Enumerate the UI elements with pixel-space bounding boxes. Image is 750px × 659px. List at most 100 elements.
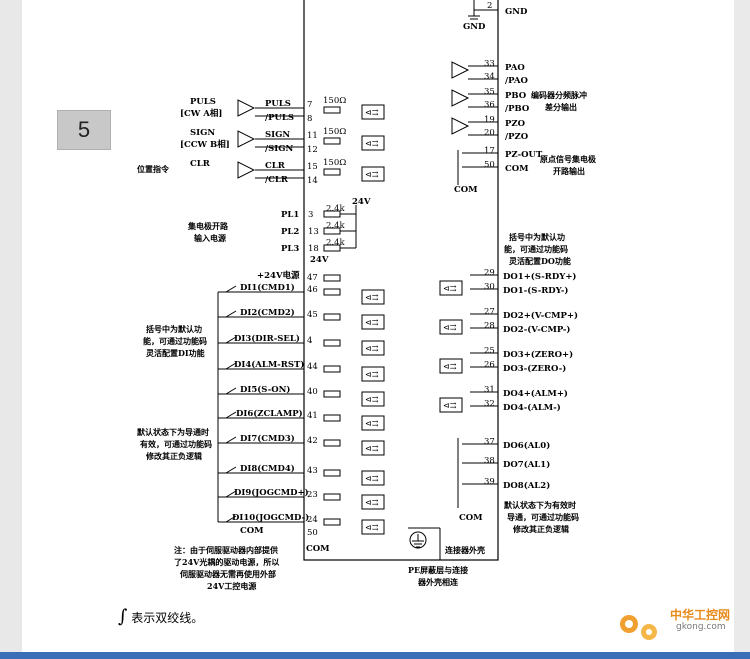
pin-number: 28 xyxy=(484,321,495,331)
resistor xyxy=(323,518,341,526)
twisted-pair-note: ∫ 表示双绞线。 xyxy=(118,606,203,627)
encoder-note-2: 差分输出 xyxy=(544,102,577,112)
position-command-label: 位置指令 xyxy=(137,164,170,174)
di-label: DI9(JOGCMD+) xyxy=(234,487,309,498)
di-note-1: 括号中为默认功 xyxy=(146,324,202,334)
output-optocoupler-glyph: ⊲⇉ xyxy=(443,401,457,410)
pin-number: 43 xyxy=(307,466,318,476)
line-driver-icon xyxy=(451,117,470,135)
pin-number: 23 xyxy=(307,490,318,500)
pz-label: COM xyxy=(505,164,529,174)
open-collector-label-2: 输入电源 xyxy=(194,233,226,243)
optocoupler xyxy=(361,470,385,486)
pin-number: 19 xyxy=(484,115,495,125)
di-label: DI4(ALM-RST) xyxy=(234,359,304,370)
encoder-note-1: 编码器分频脉冲 xyxy=(531,90,587,100)
do-note-3: 灵活配置DO功能 xyxy=(508,256,571,266)
signal-sub-label: [CCW B相] xyxy=(180,139,230,150)
resistor xyxy=(323,439,341,447)
resistor xyxy=(323,493,341,501)
pin-number: 26 xyxy=(484,360,495,370)
di-label: DI6(ZCLAMP) xyxy=(236,408,303,419)
status-bar xyxy=(0,652,750,659)
pin-number: 50 xyxy=(484,160,495,170)
pin-number: 50 xyxy=(307,528,318,538)
optocoupler-glyph: ⊲⇉ xyxy=(365,419,379,428)
bottom-note-4: 24V工控电源 xyxy=(207,581,256,591)
output-optocoupler xyxy=(439,319,463,335)
di-label: DI1(CMD1) xyxy=(240,282,295,293)
do-note-2: 能，可通过功能码 xyxy=(504,244,568,254)
left-margin xyxy=(0,0,22,659)
output-optocoupler-glyph: ⊲⇉ xyxy=(443,284,457,293)
resistor-value: 2.4k xyxy=(326,204,346,214)
output-optocoupler xyxy=(439,280,463,296)
switch-icon xyxy=(225,466,237,474)
v24b-label: 24V xyxy=(310,255,329,265)
gnd-pin: 2 xyxy=(487,1,492,11)
pin-number: 45 xyxy=(307,310,318,320)
pz-note-2: 开路输出 xyxy=(553,166,585,176)
do-label: DO3+(ZERO+) xyxy=(503,349,573,360)
valid-note-1: 默认状态下为有效时 xyxy=(504,500,576,510)
line-driver-icon xyxy=(451,89,470,107)
optocoupler xyxy=(361,366,385,382)
bottom-note-2: 了24V光耦的驱动电源，所以 xyxy=(174,557,279,567)
pin-number: 42 xyxy=(307,436,318,446)
gnd-label: GND xyxy=(505,7,528,17)
pin-number: 14 xyxy=(307,176,318,186)
line-driver-icon xyxy=(451,61,470,79)
optocoupler-glyph: ⊲⇉ xyxy=(365,395,379,404)
signal-neg-label: /SIGN xyxy=(265,144,293,154)
optocoupler xyxy=(361,415,385,431)
valid-note-3: 修改其正负逻辑 xyxy=(512,524,569,534)
di-label: DI2(CMD2) xyxy=(240,307,295,318)
pin-number: 38 xyxy=(484,456,495,466)
signal-pos-label: CLR xyxy=(265,161,286,171)
pe-note-2: 器外壳相连 xyxy=(417,577,459,587)
optocoupler xyxy=(361,166,385,182)
optocoupler-glyph: ⊲⇉ xyxy=(365,170,379,179)
output-optocoupler-glyph: ⊲⇉ xyxy=(443,362,457,371)
optocoupler xyxy=(361,391,385,407)
resistor xyxy=(323,313,341,321)
bottom-note-3: 伺服驱动器无需再使用外部 xyxy=(179,569,276,579)
di-note-2: 能，可通过功能码 xyxy=(143,336,207,346)
switch-icon xyxy=(225,336,237,344)
right-scrollbar[interactable] xyxy=(734,0,750,659)
optocoupler xyxy=(361,340,385,356)
pe-ground-icon xyxy=(408,527,441,560)
pin-number: 44 xyxy=(307,362,318,372)
switch-icon xyxy=(225,310,237,318)
v24-label: 24V xyxy=(352,197,371,207)
resistor xyxy=(323,339,341,347)
drive-body xyxy=(303,0,499,561)
pe-note-1: PE屏蔽层与连接 xyxy=(408,565,468,575)
pin-number: 40 xyxy=(307,387,318,397)
resistor xyxy=(323,390,341,398)
open-collector-label-1: 集电极开路 xyxy=(187,221,229,231)
resistor-value: 150Ω xyxy=(323,96,346,106)
pin-number: 27 xyxy=(484,307,495,317)
pin-number: 13 xyxy=(308,227,319,237)
gnd2-label: GND xyxy=(463,22,486,32)
di-label: DI10(JOGCMD-) xyxy=(232,512,309,523)
line-driver-icon xyxy=(237,130,256,148)
twisted-pair-icon: ∫ xyxy=(118,606,128,627)
di-label: DI7(CMD3) xyxy=(240,433,295,444)
optocoupler xyxy=(361,519,385,535)
pz-note-1: 原点信号集电极 xyxy=(540,154,596,164)
pz-label: PZ-OUT xyxy=(505,150,543,160)
switch-icon xyxy=(225,285,237,293)
state-note-3: 修改其正负逻辑 xyxy=(145,451,202,461)
pl-label: PL3 xyxy=(281,244,299,254)
optocoupler-glyph: ⊲⇉ xyxy=(365,293,379,302)
optocoupler-glyph: ⊲⇉ xyxy=(365,498,379,507)
line-driver-icon xyxy=(237,99,256,117)
optocoupler-glyph: ⊲⇉ xyxy=(365,344,379,353)
pin-number: 8 xyxy=(307,114,312,124)
pin-number: 36 xyxy=(484,100,495,110)
di-label: DI3(DIR-SEL) xyxy=(234,333,300,344)
